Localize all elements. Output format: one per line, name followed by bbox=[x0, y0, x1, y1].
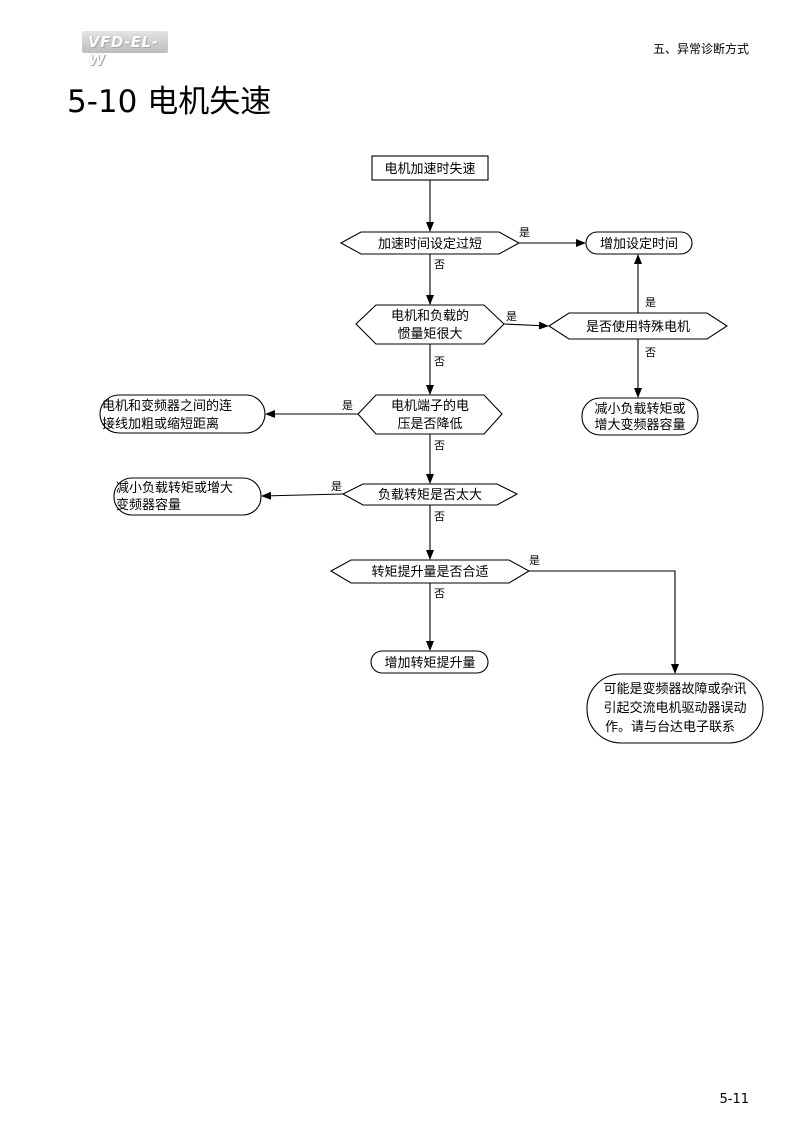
yes-label-q5: 是 bbox=[529, 554, 540, 567]
section-header: 五、异常诊断方式 bbox=[652, 42, 749, 56]
decision-q3 bbox=[357, 394, 503, 435]
a2b-line-1: 减小负载转矩或 bbox=[594, 402, 685, 417]
no-label-q2b: 否 bbox=[645, 346, 656, 359]
yes-label-q2: 是 bbox=[506, 310, 517, 323]
end-line-2: 引起交流电机驱动器误动 bbox=[603, 700, 746, 716]
no-label-q3: 否 bbox=[434, 439, 445, 452]
a3-line-1: 电机和变频器之间的连 bbox=[102, 398, 232, 414]
a4-line-1: 减小负载转矩或增大 bbox=[116, 481, 233, 496]
a1-text: 增加设定时间 bbox=[600, 237, 678, 252]
q2-line-1: 电机和负载的 bbox=[391, 308, 469, 324]
end-box bbox=[586, 673, 764, 744]
a4-line-2: 变频器容量 bbox=[116, 497, 181, 513]
a3-line-2: 接线加粗或缩短距离 bbox=[102, 416, 219, 432]
yes-label-q3: 是 bbox=[342, 399, 353, 412]
q1-text: 加速时间设定过短 bbox=[378, 237, 482, 252]
end-line-3: 作。请与台达电子联系 bbox=[605, 720, 735, 735]
q5-text: 转矩提升量是否合适 bbox=[371, 564, 488, 580]
page-title: 5-10 电机失速 bbox=[67, 84, 272, 120]
connectors bbox=[261, 180, 679, 674]
a5-text: 增加转矩提升量 bbox=[384, 655, 475, 671]
no-label-q5: 否 bbox=[434, 587, 445, 600]
action-a4 bbox=[113, 477, 262, 516]
no-label-q2: 否 bbox=[434, 355, 445, 368]
q3-line-1: 电机端子的电 bbox=[391, 398, 469, 414]
q4-text: 负载转矩是否太大 bbox=[378, 488, 482, 503]
page-number: 5-11 bbox=[719, 1092, 749, 1107]
q2b-text: 是否使用特殊电机 bbox=[586, 319, 690, 335]
decision-q2b bbox=[547, 312, 729, 340]
yes-label-q1: 是 bbox=[519, 226, 530, 239]
a2b-line-2: 增大变频器容量 bbox=[594, 417, 685, 433]
q3-line-2: 压是否降低 bbox=[397, 417, 462, 432]
yes-label-q2b: 是 bbox=[645, 296, 656, 309]
vfd-logo: VFD-EL-W bbox=[82, 31, 168, 69]
q2-line-2: 惯量矩很大 bbox=[397, 326, 462, 342]
action-a5 bbox=[370, 650, 489, 674]
no-label-q1: 否 bbox=[434, 258, 445, 271]
end-line-1: 可能是变频器故障或杂讯 bbox=[603, 681, 746, 697]
start-text: 电机加速时失速 bbox=[384, 162, 475, 177]
action-a2b bbox=[581, 397, 699, 436]
no-label-q4: 否 bbox=[434, 510, 445, 523]
logo-text: VFD-EL-W bbox=[88, 33, 159, 69]
yes-label-q4: 是 bbox=[331, 480, 342, 493]
decision-q4 bbox=[341, 483, 519, 506]
